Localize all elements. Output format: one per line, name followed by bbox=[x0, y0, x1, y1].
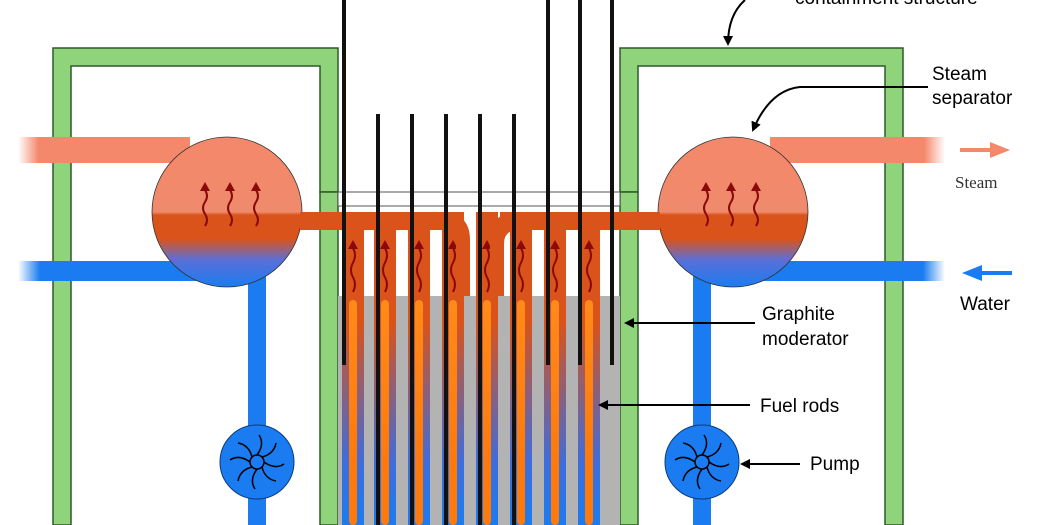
water-arrow-icon bbox=[962, 265, 1012, 281]
label-pump: Pump bbox=[810, 454, 860, 475]
fuel-rod bbox=[483, 300, 491, 525]
wavy-heat-arrow-icon bbox=[751, 182, 761, 227]
wavy-heat-arrow-icon bbox=[701, 182, 711, 227]
steam-arrow-icon bbox=[960, 142, 1010, 158]
fuel-rod bbox=[551, 300, 559, 525]
riser-elbow bbox=[440, 212, 470, 296]
label-fuel-rods: Fuel rods bbox=[760, 396, 839, 417]
wavy-heat-arrow-icon bbox=[550, 240, 560, 293]
label-graphite-1: Graphite bbox=[762, 304, 835, 325]
pump-right bbox=[664, 424, 740, 500]
steam-separator-left bbox=[151, 136, 303, 288]
fuel-rod bbox=[449, 300, 457, 525]
fuel-rod bbox=[415, 300, 423, 525]
steam-separators bbox=[151, 136, 809, 288]
label-containment: containment structure bbox=[795, 0, 978, 9]
label-water: Water bbox=[960, 294, 1011, 315]
label-steam-separator-1: Steam bbox=[932, 64, 987, 85]
wavy-heat-arrow-icon bbox=[516, 240, 526, 293]
wavy-heat-arrow-icon bbox=[414, 240, 424, 293]
fuel-channel bbox=[578, 212, 600, 525]
label-steam: Steam bbox=[955, 173, 998, 192]
pump-left bbox=[219, 424, 295, 500]
wavy-heat-arrow-icon bbox=[348, 240, 358, 293]
wavy-heat-arrow-icon bbox=[200, 182, 210, 227]
pump-impeller-icon bbox=[229, 434, 285, 490]
steam-pipes bbox=[18, 137, 945, 163]
fuel-rod bbox=[585, 300, 593, 525]
control-rods bbox=[342, 0, 614, 525]
callouts bbox=[598, 0, 928, 469]
wavy-heat-arrow-icon bbox=[482, 240, 492, 293]
wavy-heat-arrow-icon bbox=[251, 182, 261, 227]
fuel-rod bbox=[349, 300, 357, 525]
wavy-heat-arrow-icon bbox=[448, 240, 458, 293]
fuel-rod bbox=[517, 300, 525, 525]
wavy-heat-arrow-icon bbox=[225, 182, 235, 227]
wavy-heat-arrow-icon bbox=[380, 240, 390, 293]
pump-impeller-icon bbox=[674, 434, 730, 490]
steam-separator-right bbox=[657, 136, 809, 288]
fuel-channel bbox=[342, 212, 364, 525]
label-steam-separator-2: separator bbox=[932, 88, 1013, 109]
riser-elbow bbox=[490, 212, 518, 296]
fuel-rod bbox=[381, 300, 389, 525]
wavy-heat-arrow-icon bbox=[726, 182, 736, 227]
wavy-heat-arrow-icon bbox=[584, 240, 594, 293]
wavy-heat-arrow-icon bbox=[200, 182, 761, 227]
label-graphite-2: moderator bbox=[762, 329, 849, 350]
